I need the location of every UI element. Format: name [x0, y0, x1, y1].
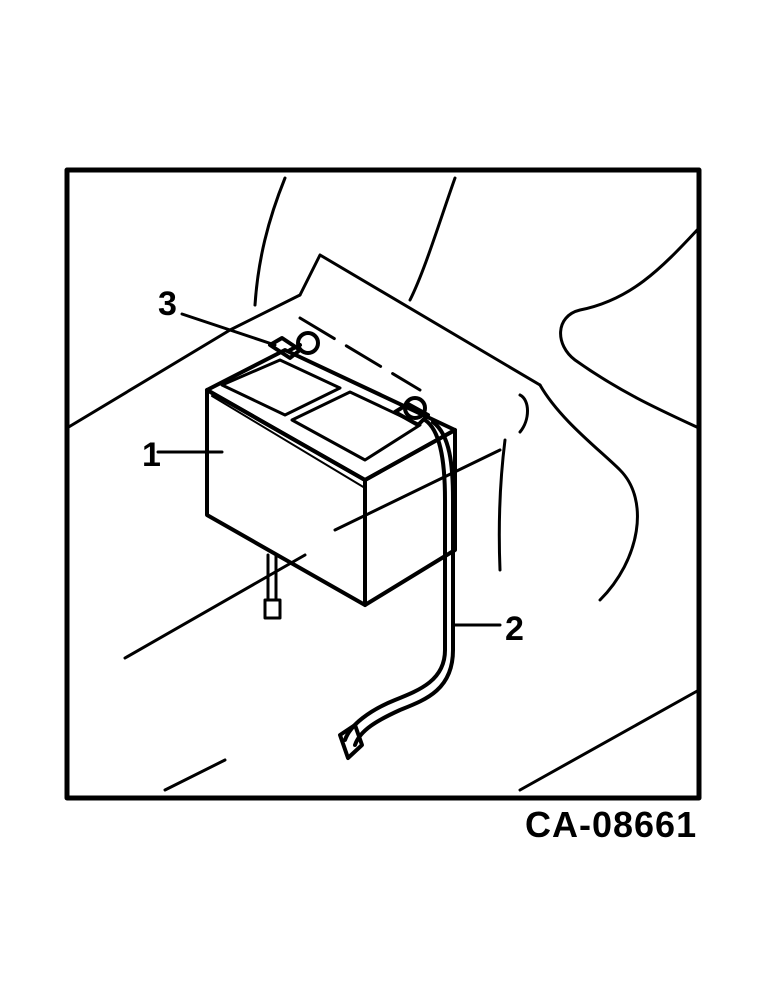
callout-label-1: 1 [142, 436, 161, 474]
diagram-frame [64, 167, 702, 801]
callout-leaders [156, 312, 502, 627]
figure-code: CA-08661 [525, 804, 697, 845]
terminal-clamp-right [393, 396, 430, 427]
vehicle-background-lines [65, 176, 701, 792]
ground-strap [263, 553, 282, 620]
terminal-clamp-left [268, 331, 320, 360]
callout-label-2: 2 [505, 610, 524, 648]
callout-label-3: 3 [158, 285, 177, 323]
battery-cable [338, 418, 455, 760]
battery [205, 348, 457, 607]
